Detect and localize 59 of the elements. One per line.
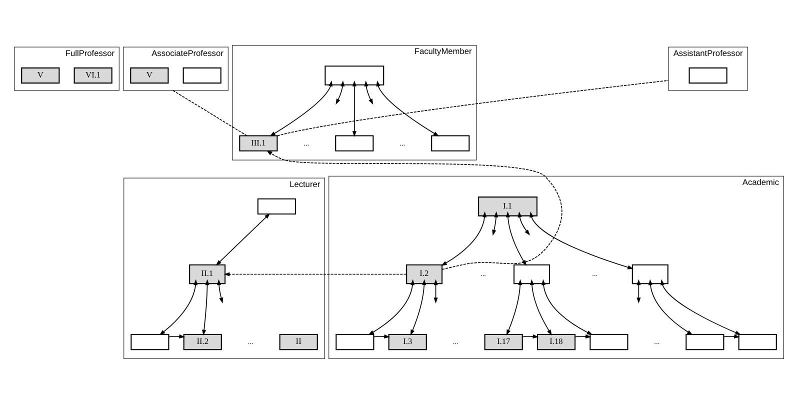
node-box xyxy=(336,334,374,350)
node-box: VI.1 xyxy=(74,67,112,84)
arrow xyxy=(723,334,740,338)
node-box xyxy=(335,135,374,152)
node-box: I.18 xyxy=(536,334,576,350)
arrow xyxy=(216,213,270,266)
arrow xyxy=(506,279,522,336)
node-box xyxy=(738,334,777,350)
node-box: II xyxy=(279,334,318,350)
arrow xyxy=(364,80,374,105)
connector xyxy=(172,90,248,136)
arrow xyxy=(660,279,742,335)
label: ... xyxy=(304,138,310,148)
arrow xyxy=(376,80,440,136)
node-box xyxy=(688,67,728,84)
arrow xyxy=(492,211,498,236)
label: ... xyxy=(592,269,598,278)
arrow xyxy=(530,211,634,270)
label: ... xyxy=(654,336,660,346)
arrow xyxy=(373,334,390,338)
cluster: AssistantProfessor xyxy=(668,46,748,91)
arrow xyxy=(270,80,333,136)
arrow xyxy=(441,211,487,266)
arrow xyxy=(530,279,552,336)
arrow xyxy=(518,211,530,236)
arrow xyxy=(522,334,539,338)
node-box: I.3 xyxy=(388,334,427,350)
label: ... xyxy=(248,336,254,346)
node-box: V xyxy=(130,67,169,84)
label: ... xyxy=(400,138,406,148)
node-box: II.2 xyxy=(183,334,222,350)
arrow xyxy=(648,279,693,336)
node-box xyxy=(257,198,296,215)
arrow xyxy=(159,279,198,336)
arrow xyxy=(202,279,210,336)
arrow xyxy=(216,279,224,304)
node-box xyxy=(130,334,170,350)
arrow xyxy=(574,334,592,338)
label: ... xyxy=(480,269,486,278)
connector xyxy=(276,80,669,136)
node-box xyxy=(686,334,724,350)
arrow xyxy=(336,80,345,105)
node-box: I.17 xyxy=(484,334,523,350)
arrow xyxy=(506,211,526,266)
arrow xyxy=(636,279,641,304)
arrow xyxy=(168,334,186,338)
arrow xyxy=(352,80,356,137)
node-box: V xyxy=(21,67,60,84)
arrow xyxy=(410,279,426,336)
arrow xyxy=(434,279,438,304)
arrow xyxy=(266,150,562,270)
arrow xyxy=(224,272,407,276)
node-box xyxy=(182,67,222,84)
node-box: III.1 xyxy=(239,135,278,152)
arrow xyxy=(368,279,415,336)
node-box xyxy=(431,135,470,152)
label: ... xyxy=(452,336,458,346)
node-box xyxy=(590,334,628,350)
arrow xyxy=(541,279,593,336)
